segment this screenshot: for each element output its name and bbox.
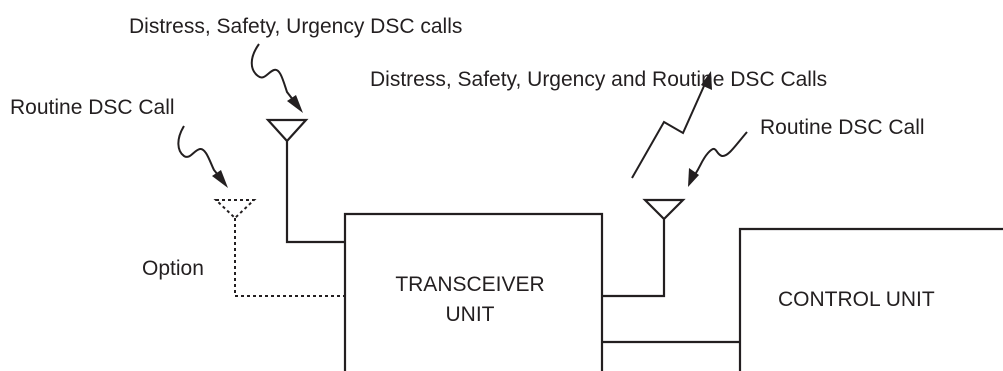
right-antenna-icon bbox=[602, 198, 686, 298]
squiggle-arrow-to-optional-antenna bbox=[177, 125, 223, 181]
wavy-arrow-outgoing bbox=[631, 76, 709, 179]
control-unit-box bbox=[738, 227, 1003, 371]
label-left-routine-call: Routine DSC Call bbox=[10, 96, 175, 119]
label-right-routine-call: Routine DSC Call bbox=[760, 116, 925, 139]
squiggle-arrow-to-main-antenna bbox=[250, 43, 298, 106]
control-unit-label: CONTROL UNIT bbox=[778, 288, 935, 311]
arrowhead-incoming-icon bbox=[688, 168, 699, 187]
wavy-arrow-incoming-routine bbox=[689, 131, 748, 182]
transceiver-unit-box bbox=[343, 212, 604, 371]
main-antenna-icon bbox=[265, 118, 345, 244]
transceiver-unit-label-line1: TRANSCEIVER bbox=[395, 273, 544, 296]
label-option: Option bbox=[142, 257, 204, 280]
arrowhead-main-antenna-icon bbox=[287, 95, 303, 113]
optional-antenna-line bbox=[234, 218, 345, 297]
transceiver-unit-label-line2: UNIT bbox=[446, 303, 495, 326]
arrowhead-optional-antenna-icon bbox=[212, 170, 228, 188]
label-right-all-calls: Distress, Safety, Urgency and Routine DS… bbox=[370, 68, 827, 91]
optional-antenna-icon bbox=[213, 199, 257, 220]
arrowhead-outgoing-icon bbox=[701, 71, 712, 90]
label-top-antenna-calls: Distress, Safety, Urgency DSC calls bbox=[129, 15, 462, 38]
